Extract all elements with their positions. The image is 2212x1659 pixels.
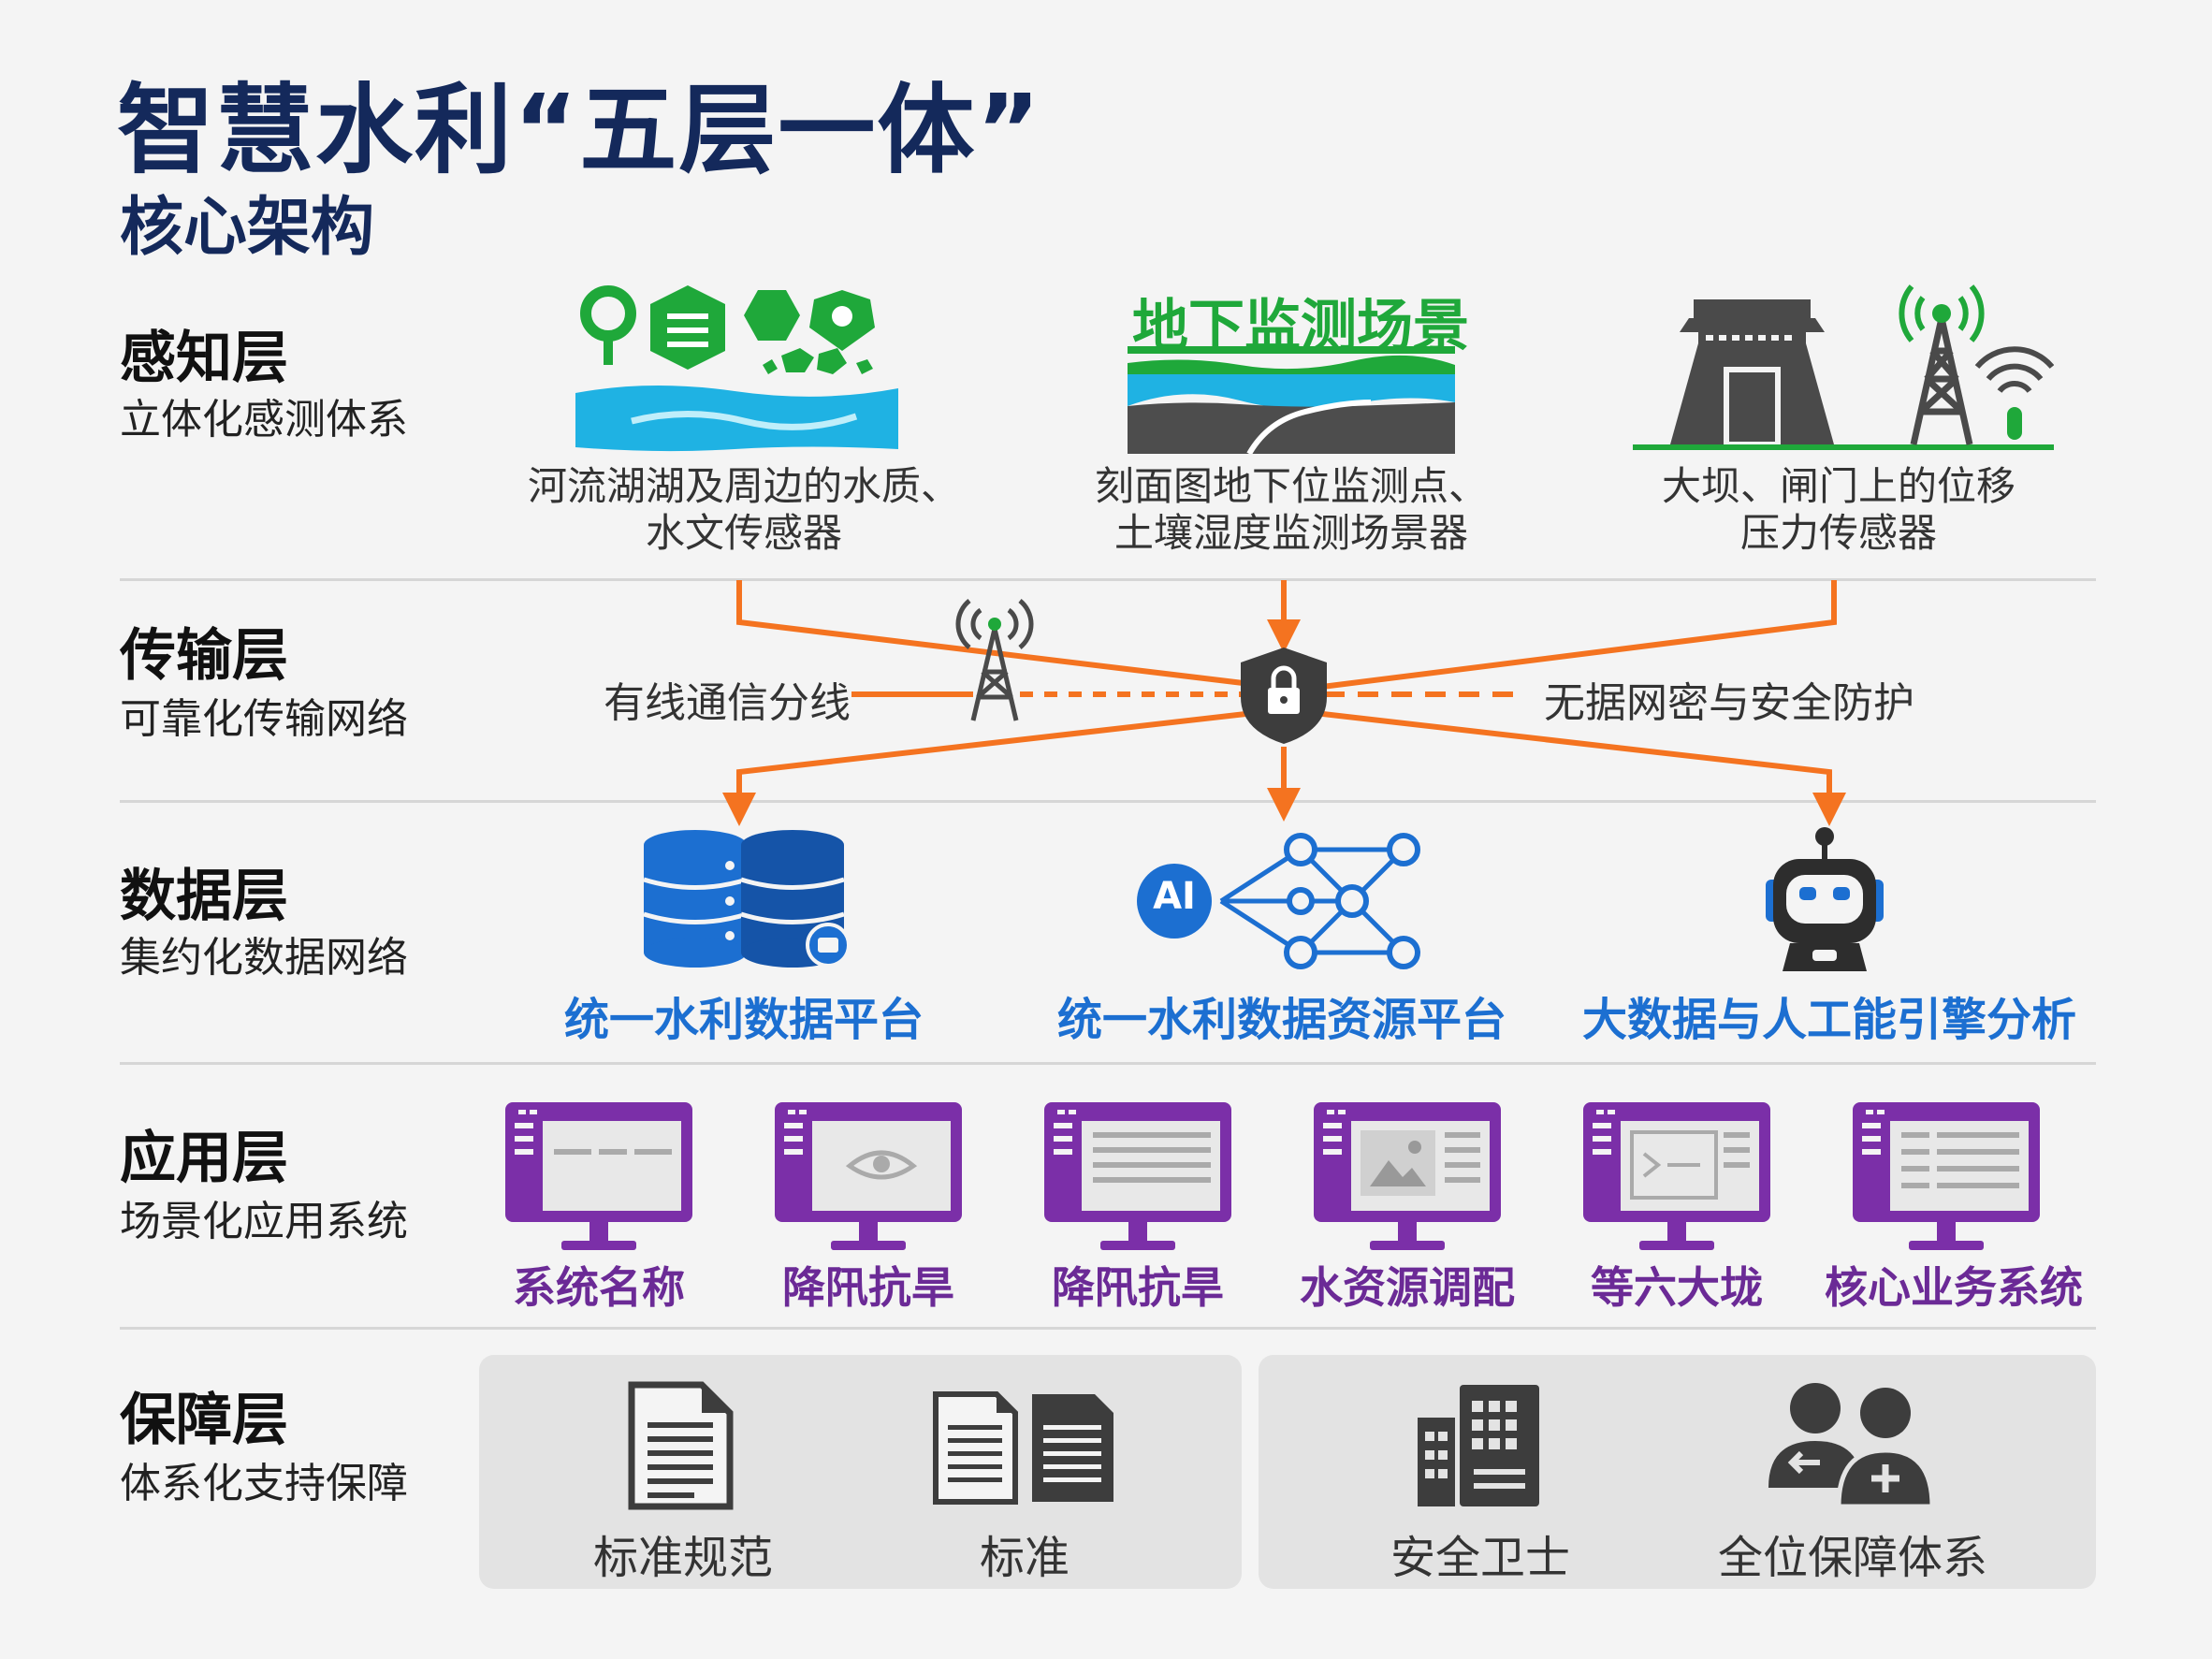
app-label: 降阠抗旱 [1052, 1262, 1224, 1313]
big-data-ai-engine-label: 大数据与人工能引擎分析 [1581, 994, 2076, 1046]
layer-divider [120, 1327, 2096, 1330]
monitor-icon [1583, 1102, 1770, 1250]
layer-desc-application: 场景化应用系统 [120, 1198, 408, 1245]
documents-icon [933, 1391, 1113, 1505]
layer-name-perception: 感知层 [120, 326, 288, 391]
wireless-security-label: 无据网密与安全防护 [1544, 679, 1914, 727]
layer-name-transmission: 传输层 [120, 623, 288, 689]
layer-desc-perception: 立体化感测体系 [120, 396, 408, 444]
perception-caption-dam: 大坝、闸门上的位移 压力传感器 [1605, 463, 2073, 558]
page-subtitle: 核心架构 [120, 191, 375, 265]
layer-desc-support: 体系化支持保障 [120, 1460, 408, 1507]
layer-desc-data: 集约化数据网络 [120, 934, 408, 982]
app-label: 系统名称 [513, 1262, 685, 1313]
people-guarantee-icon [1768, 1383, 1932, 1509]
database-icon [643, 830, 851, 968]
monitor-icon [1853, 1102, 2040, 1250]
robot-icon [1766, 827, 1884, 971]
wired-communication-label: 有线通信分线 [604, 679, 851, 727]
monitor-icon [505, 1102, 692, 1250]
caption-line: 刻面图地下位监测点、 [1094, 463, 1488, 509]
support-panel-standards [479, 1355, 1242, 1589]
river-sensor-icon [575, 285, 898, 452]
monitor-icon [1314, 1102, 1501, 1250]
layer-name-application: 应用层 [120, 1126, 288, 1191]
support-label: 标准 [979, 1532, 1070, 1584]
caption-line: 河流湖湖及周边的水质、 [527, 463, 960, 509]
perception-caption-underground: 刻面图地下位监测点、 土壤湿度监测场景器 [1057, 463, 1525, 558]
underground-section-icon [1128, 346, 1455, 454]
app-label: 核心业务系统 [1825, 1262, 2083, 1313]
support-label: 全位保障体系 [1717, 1532, 1987, 1584]
dam-gate-sensor-icon [1633, 284, 2054, 450]
app-label: 水资源调配 [1300, 1262, 1515, 1313]
app-label: 降阠抗旱 [782, 1262, 954, 1313]
page-title: 智慧水利“五层一体” [117, 73, 1042, 187]
layer-divider [120, 800, 2096, 803]
perception-caption-river: 河流湖湖及周边的水质、 水文传感器 [510, 463, 978, 558]
app-label: 等六大垅 [1591, 1262, 1763, 1313]
monitor-icon [775, 1102, 962, 1250]
layer-divider [120, 1062, 2096, 1065]
document-icon [628, 1381, 734, 1510]
building-server-icon [1418, 1385, 1539, 1506]
data-platform-label: 统一水利数据平台 [563, 994, 924, 1046]
support-panel-security [1259, 1355, 2096, 1589]
ai-badge: AI [1153, 875, 1196, 918]
support-label: 安全卫士 [1390, 1532, 1570, 1584]
layer-desc-transmission: 可靠化传输网络 [120, 695, 408, 743]
caption-line: 水文传感器 [645, 510, 842, 557]
support-label: 标准规范 [592, 1532, 773, 1584]
ai-network-icon [1137, 833, 1420, 969]
caption-line: 土壤湿度监测场景器 [1113, 510, 1468, 557]
monitor-icon [1044, 1102, 1231, 1250]
layer-name-data: 数据层 [120, 864, 288, 929]
caption-line: 大坝、闸门上的位移 [1661, 463, 2016, 509]
layer-divider [120, 578, 2096, 581]
data-resource-platform-label: 统一水利数据资源平台 [1056, 994, 1506, 1046]
caption-line: 压力传感器 [1739, 510, 1937, 557]
layer-name-support: 保障层 [120, 1388, 288, 1453]
